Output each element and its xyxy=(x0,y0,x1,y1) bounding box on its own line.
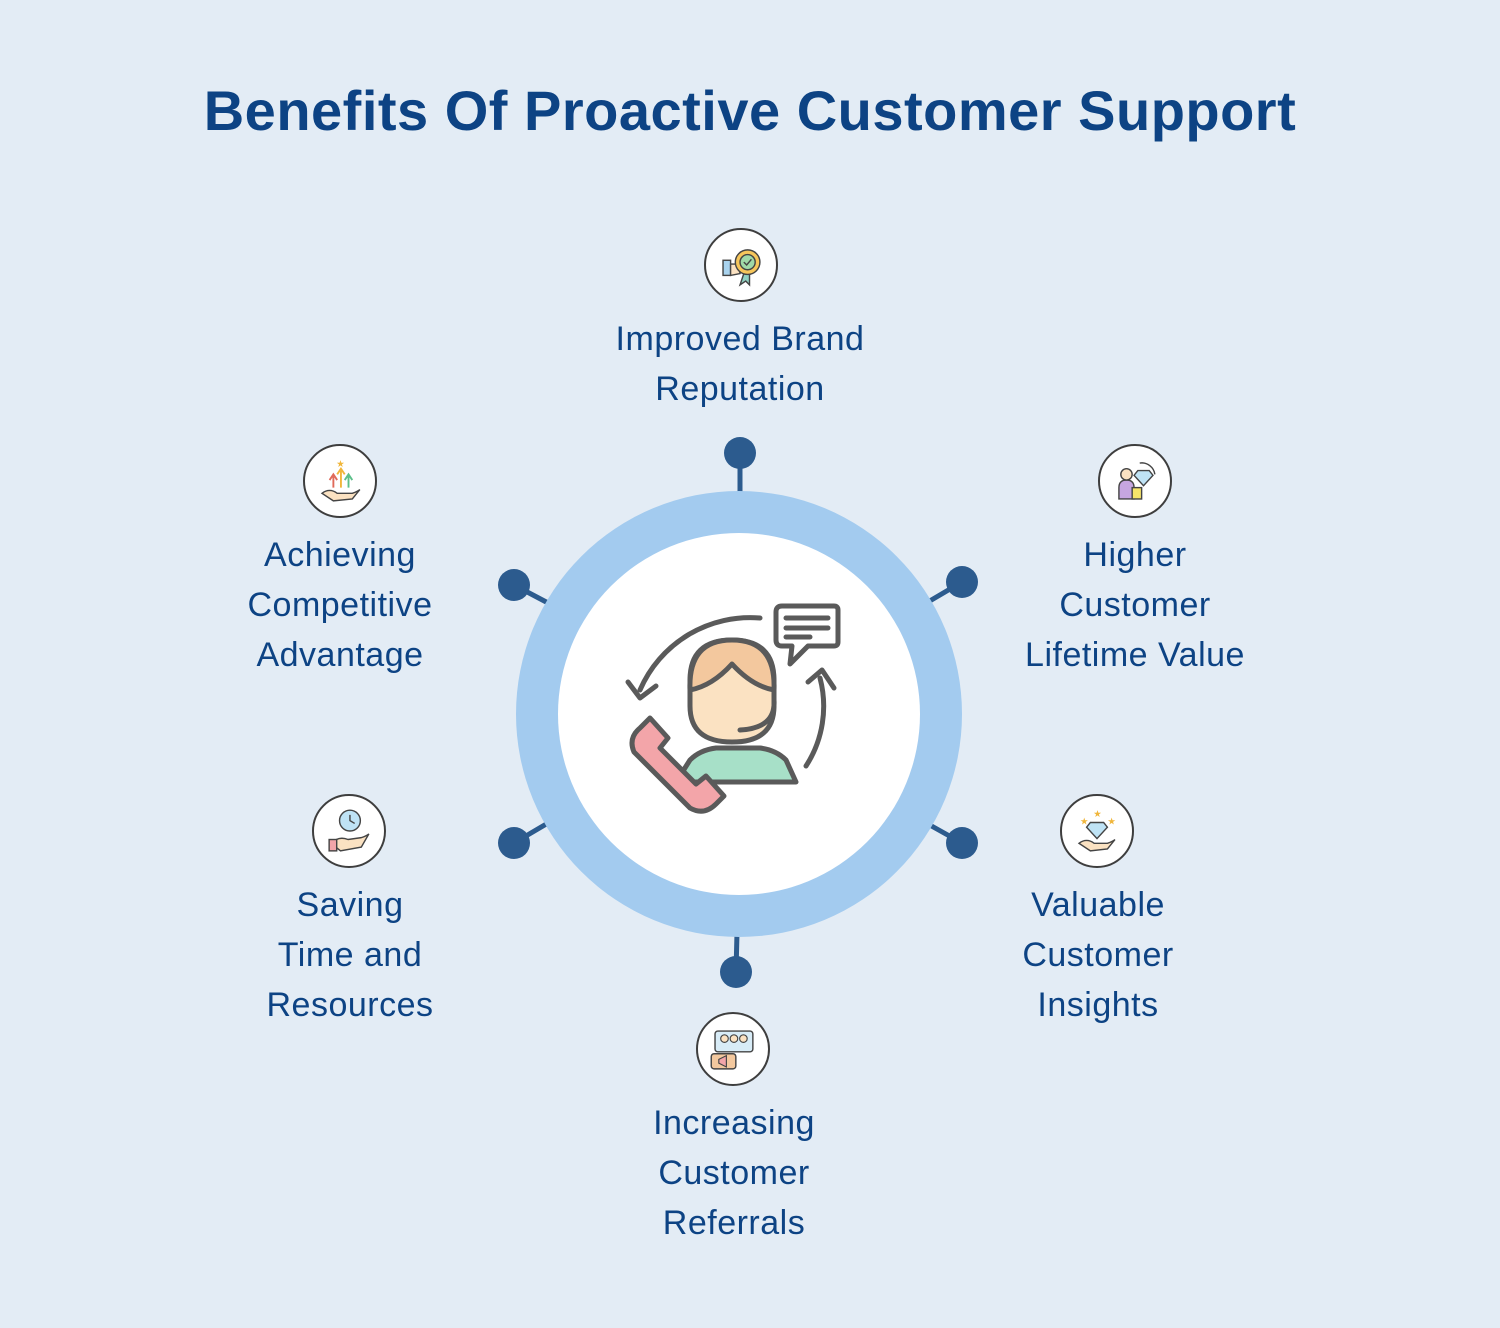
diamond-hand-icon: ★ ★ ★ xyxy=(1060,794,1134,868)
svg-text:★: ★ xyxy=(1080,816,1088,827)
node-saving xyxy=(498,827,530,859)
growth-arrows-icon: ★ xyxy=(303,444,377,518)
label-achieving-competitive-advantage: Achieving Competitive Advantage xyxy=(247,536,433,674)
svg-text:★: ★ xyxy=(336,459,344,470)
node-insights xyxy=(946,827,978,859)
label-improved-brand-reputation: Improved Brand Reputation xyxy=(615,320,865,408)
label-valuable-customer-insights: Valuable Customer Insights xyxy=(1022,886,1174,1024)
node-brand xyxy=(724,437,756,469)
label-higher-customer-lifetime-value: Higher Customer Lifetime Value xyxy=(1025,536,1245,674)
shopper-diamond-icon xyxy=(1098,444,1172,518)
label-increasing-customer-referrals: Increasing Customer Referrals xyxy=(653,1104,815,1242)
svg-text:★: ★ xyxy=(1107,816,1115,827)
node-competitive xyxy=(498,569,530,601)
clock-hand-icon xyxy=(312,794,386,868)
group-megaphone-icon xyxy=(696,1012,770,1086)
node-referrals xyxy=(720,956,752,988)
label-saving-time-and-resources: Saving Time and Resources xyxy=(266,886,434,1024)
page-title: Benefits Of Proactive Customer Support xyxy=(203,79,1297,142)
svg-text:★: ★ xyxy=(1093,809,1101,820)
award-badge-icon xyxy=(704,228,778,302)
customer-support-agent-icon xyxy=(625,603,841,814)
node-lifetime xyxy=(946,566,978,598)
